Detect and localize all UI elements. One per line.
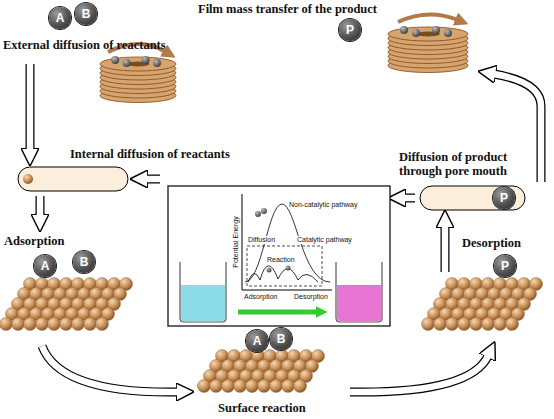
catalyst-atom <box>446 318 459 331</box>
molecule <box>153 59 161 67</box>
step-label: Film mass transfer of the product <box>198 2 377 16</box>
catalyst-atom <box>294 380 307 393</box>
catalyst-atom <box>470 318 483 331</box>
catalyst-atom <box>270 380 283 393</box>
catalyst-atom <box>234 380 247 393</box>
catalyst-atom <box>434 318 447 331</box>
catalyst-atom <box>84 318 97 331</box>
molecule-letter: B <box>82 8 91 20</box>
molecule-ball: A <box>34 255 56 277</box>
cycle-arrows <box>30 64 541 392</box>
molecule-ball: B <box>75 3 97 25</box>
molecule-ball: B <box>73 251 95 273</box>
chart-label: Reaction <box>266 256 296 264</box>
chart-label: Adsorption <box>243 293 278 301</box>
molecule-ball: A <box>246 330 268 352</box>
catalyst-atom <box>258 380 271 393</box>
molecule-ball: P <box>339 19 361 41</box>
cycle-arrow <box>26 64 35 150</box>
molecule <box>142 56 150 64</box>
molecule-letter: B <box>277 333 286 345</box>
chart-label: Non-catalytic pathway <box>288 201 358 209</box>
cycle-arrow-fill <box>442 226 449 272</box>
molecule-letter: P <box>500 192 508 204</box>
catalyst-atom <box>36 318 49 331</box>
cycle-arrow <box>36 196 45 216</box>
molecule-letter: A <box>56 12 65 24</box>
molecule <box>400 26 408 34</box>
catalyst-atom <box>506 318 519 331</box>
cycle-arrow-fill <box>37 196 44 216</box>
catalyst-atom <box>210 380 223 393</box>
step-label: Adsorption <box>4 234 64 248</box>
chart-label: Desorption <box>293 293 329 301</box>
molecule-ball: B <box>270 328 292 350</box>
catalyst-atom <box>246 380 259 393</box>
step-label: Desorption <box>462 236 521 250</box>
cycle-arrow-fill <box>350 356 488 392</box>
cycle-arrow <box>146 175 160 184</box>
catalyst-atom <box>222 380 235 393</box>
catalyst-surfaces <box>0 278 543 393</box>
catalyst-atom <box>282 380 295 393</box>
catalyst-atom <box>60 318 73 331</box>
step-label: Diffusion of product through pore mouth <box>378 150 528 178</box>
catalyst-atom <box>198 380 211 393</box>
molecule-letter: B <box>80 256 89 268</box>
catalyst-atom <box>72 318 85 331</box>
catalyst-atom <box>494 318 507 331</box>
porous-pellets <box>100 14 468 102</box>
step-label: Internal diffusion of reactants <box>70 147 230 161</box>
cycle-arrow-fill <box>27 64 34 150</box>
cycle-arrow <box>441 226 450 272</box>
chart-label: Potential Energy <box>232 215 240 268</box>
pellet-ring <box>388 27 468 41</box>
molecule-letter: A <box>41 260 50 272</box>
molecule-ball: P <box>493 187 515 209</box>
catalyst-atom <box>48 318 61 331</box>
cycle-arrow <box>404 194 415 203</box>
cycle-arrow-fill <box>42 346 178 392</box>
step-label: Surface reaction <box>218 401 306 415</box>
step-label: External diffusion of reactants <box>3 38 166 52</box>
catalyst-atom <box>482 318 495 331</box>
catalyst-atom <box>24 318 37 331</box>
molecule <box>412 29 420 37</box>
catalyst-atom <box>96 318 109 331</box>
molecule-letter: P <box>501 260 509 272</box>
molecule-letter: A <box>253 335 262 347</box>
center-panel <box>168 186 390 326</box>
molecule-letter: P <box>346 24 354 36</box>
chart-label: Catalytic pathway <box>296 236 353 244</box>
molecule-ball: P <box>494 255 516 277</box>
cycle-arrow-fill <box>146 176 160 183</box>
molecule <box>111 56 119 64</box>
cycle-arrow <box>350 356 488 392</box>
catalyst-atom <box>0 318 13 331</box>
catalyst-atom <box>422 318 435 331</box>
molecule-ball: A <box>49 7 71 29</box>
cycle-arrow <box>42 346 178 392</box>
pellet-ring <box>100 57 176 71</box>
flow-arrow <box>398 14 458 22</box>
catalyst-atom <box>12 318 25 331</box>
cycle-arrow-fill <box>404 195 415 202</box>
chart-label: Diffusion <box>247 236 276 244</box>
catalyst-atom <box>458 318 471 331</box>
molecule <box>444 29 452 37</box>
molecule <box>432 26 440 34</box>
molecule <box>123 59 131 67</box>
